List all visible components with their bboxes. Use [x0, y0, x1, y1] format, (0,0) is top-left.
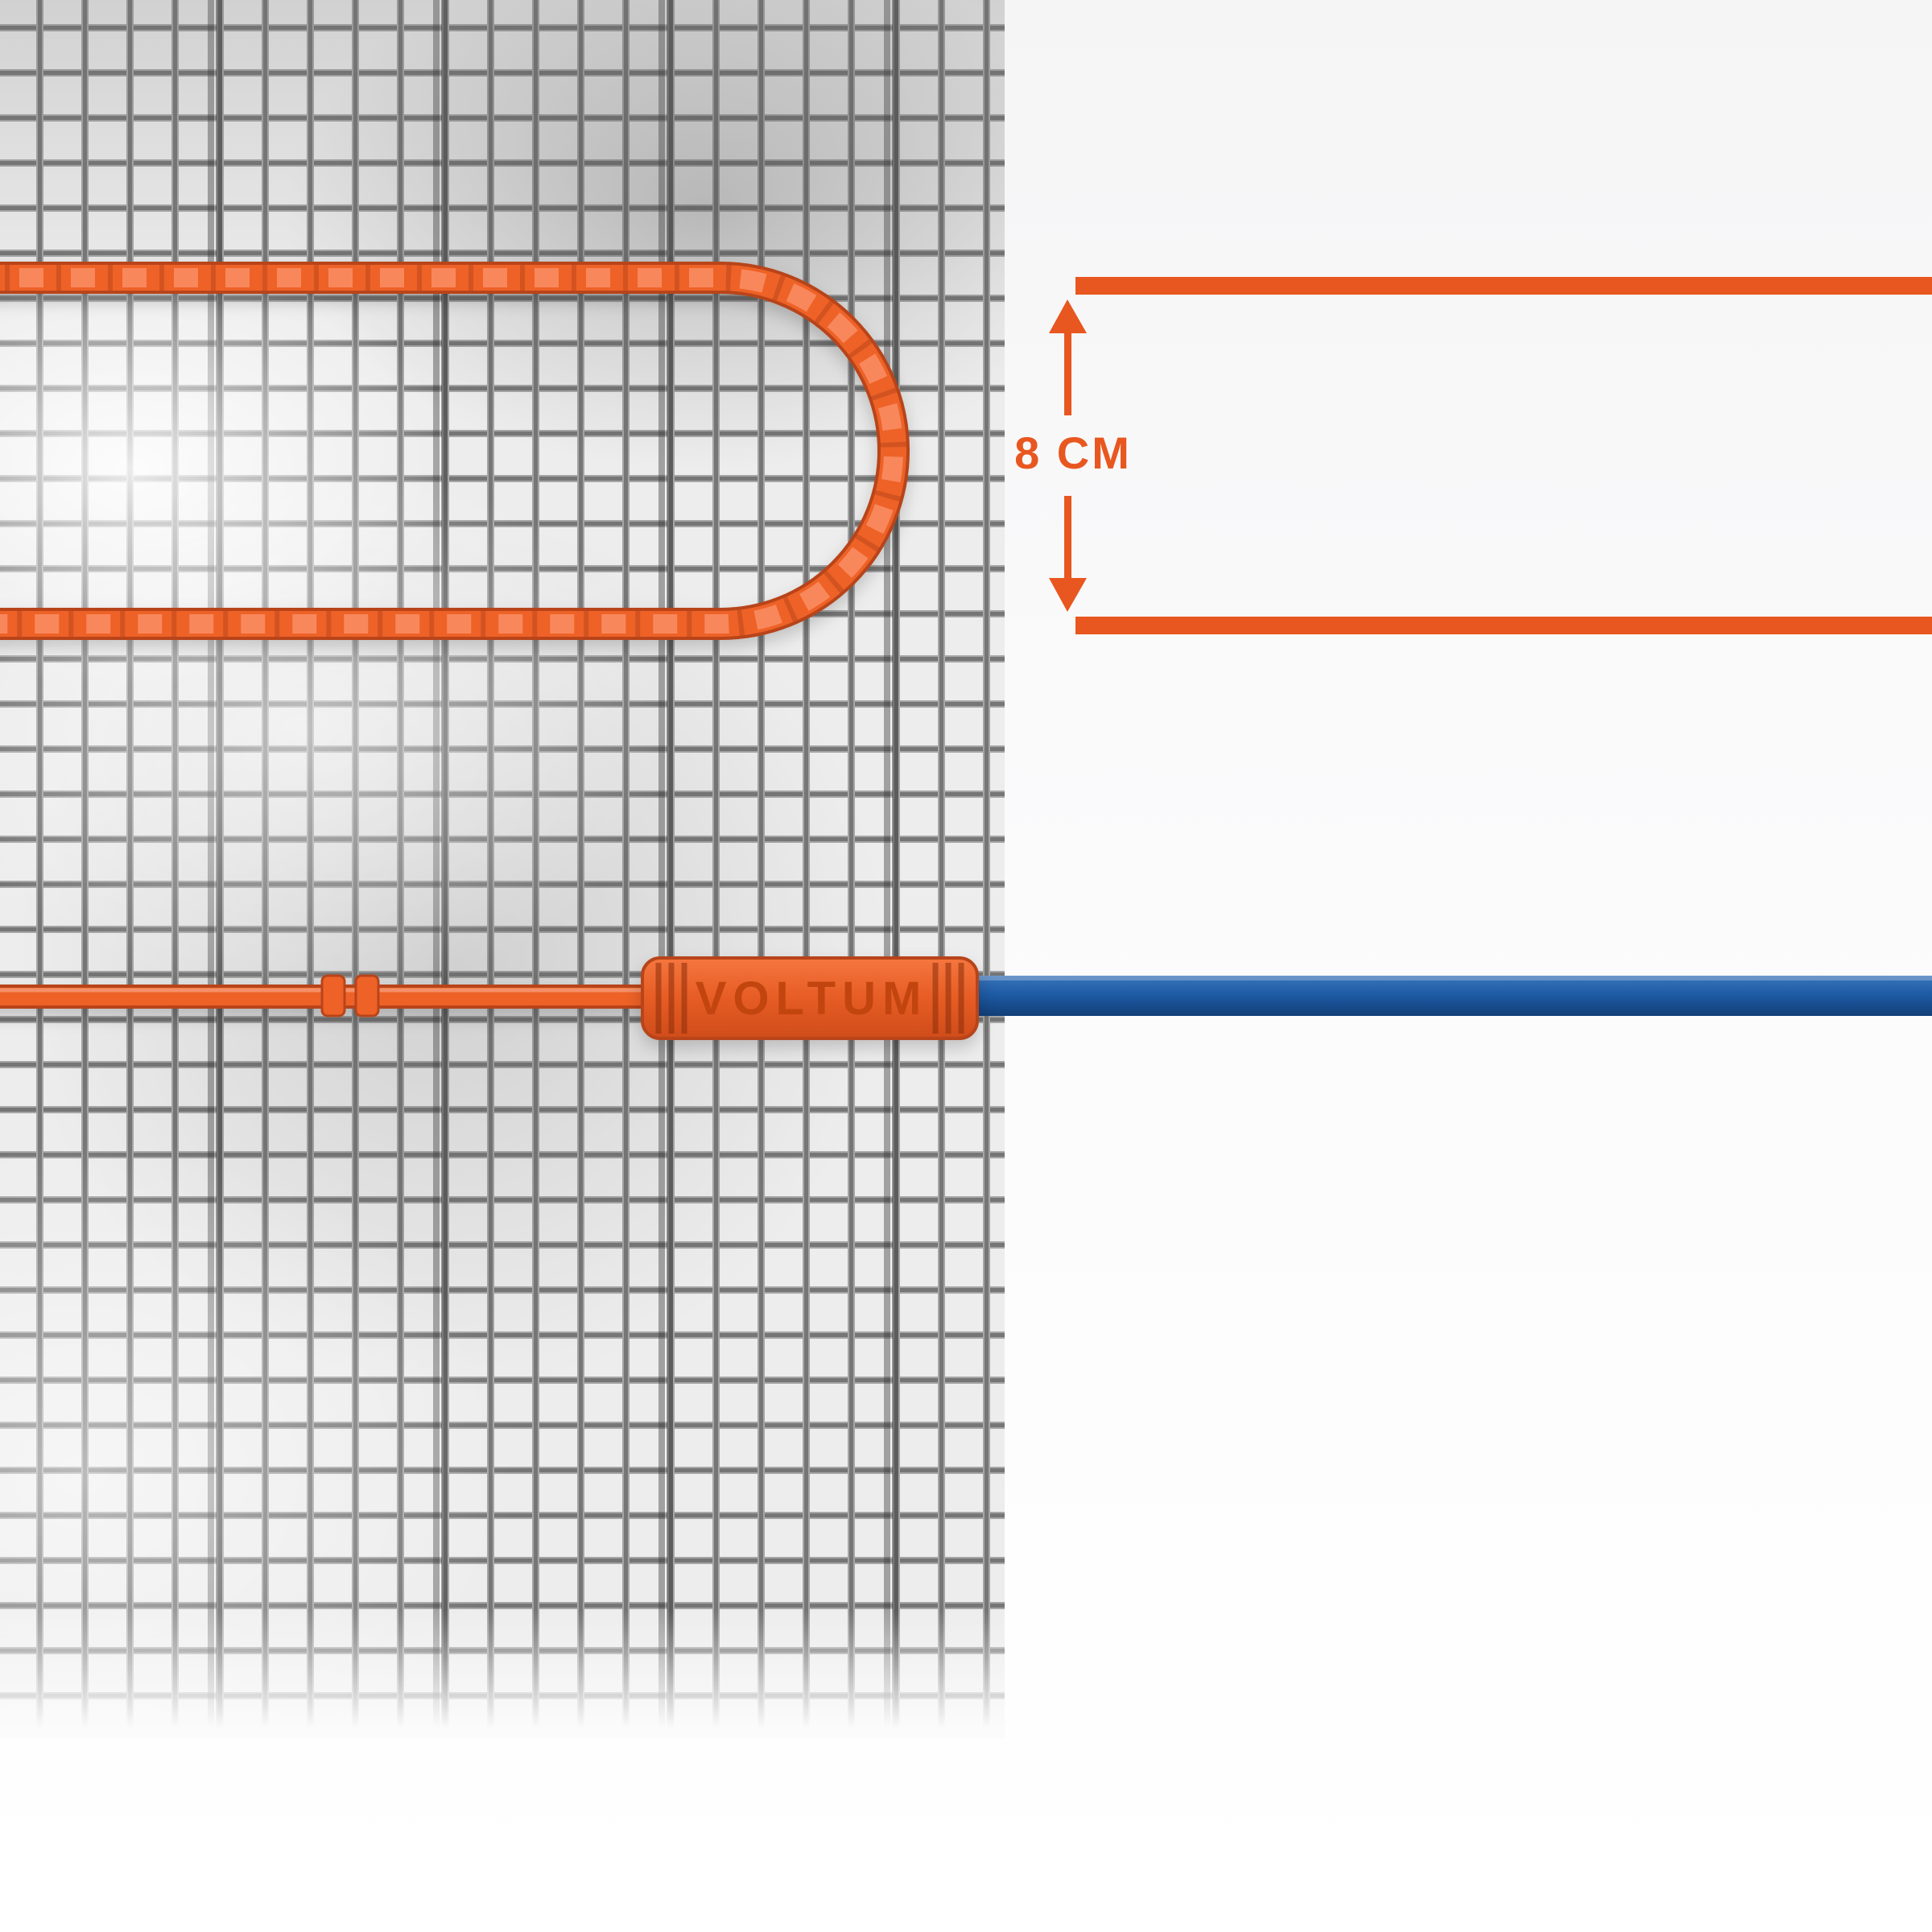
- dimension-arrow-down-icon: [1049, 578, 1087, 612]
- heating-cable: [0, 262, 910, 640]
- dimension-annotation: [1049, 277, 1932, 634]
- dimension-line-lower: [1064, 496, 1071, 586]
- cable-spiral-texture: [0, 268, 903, 634]
- dimension-line-upper: [1064, 325, 1071, 415]
- connector-ridges-right: [932, 963, 964, 1034]
- brand-label: VOLTUM: [696, 972, 928, 1025]
- connector-coupler: VOLTUM: [641, 956, 979, 1040]
- dimension-label: 8 CM: [1014, 427, 1132, 478]
- dimension-bottom-bar: [1075, 617, 1932, 634]
- dimension-arrow-up-icon: [1049, 299, 1087, 333]
- dimension-top-bar: [1075, 277, 1932, 295]
- connector-ridges-left: [655, 963, 687, 1034]
- cold-lead-blue-cable: [966, 976, 1932, 1016]
- mesh-bottom-fade: [0, 1610, 1005, 1739]
- cable-splice-clip: [320, 974, 380, 1018]
